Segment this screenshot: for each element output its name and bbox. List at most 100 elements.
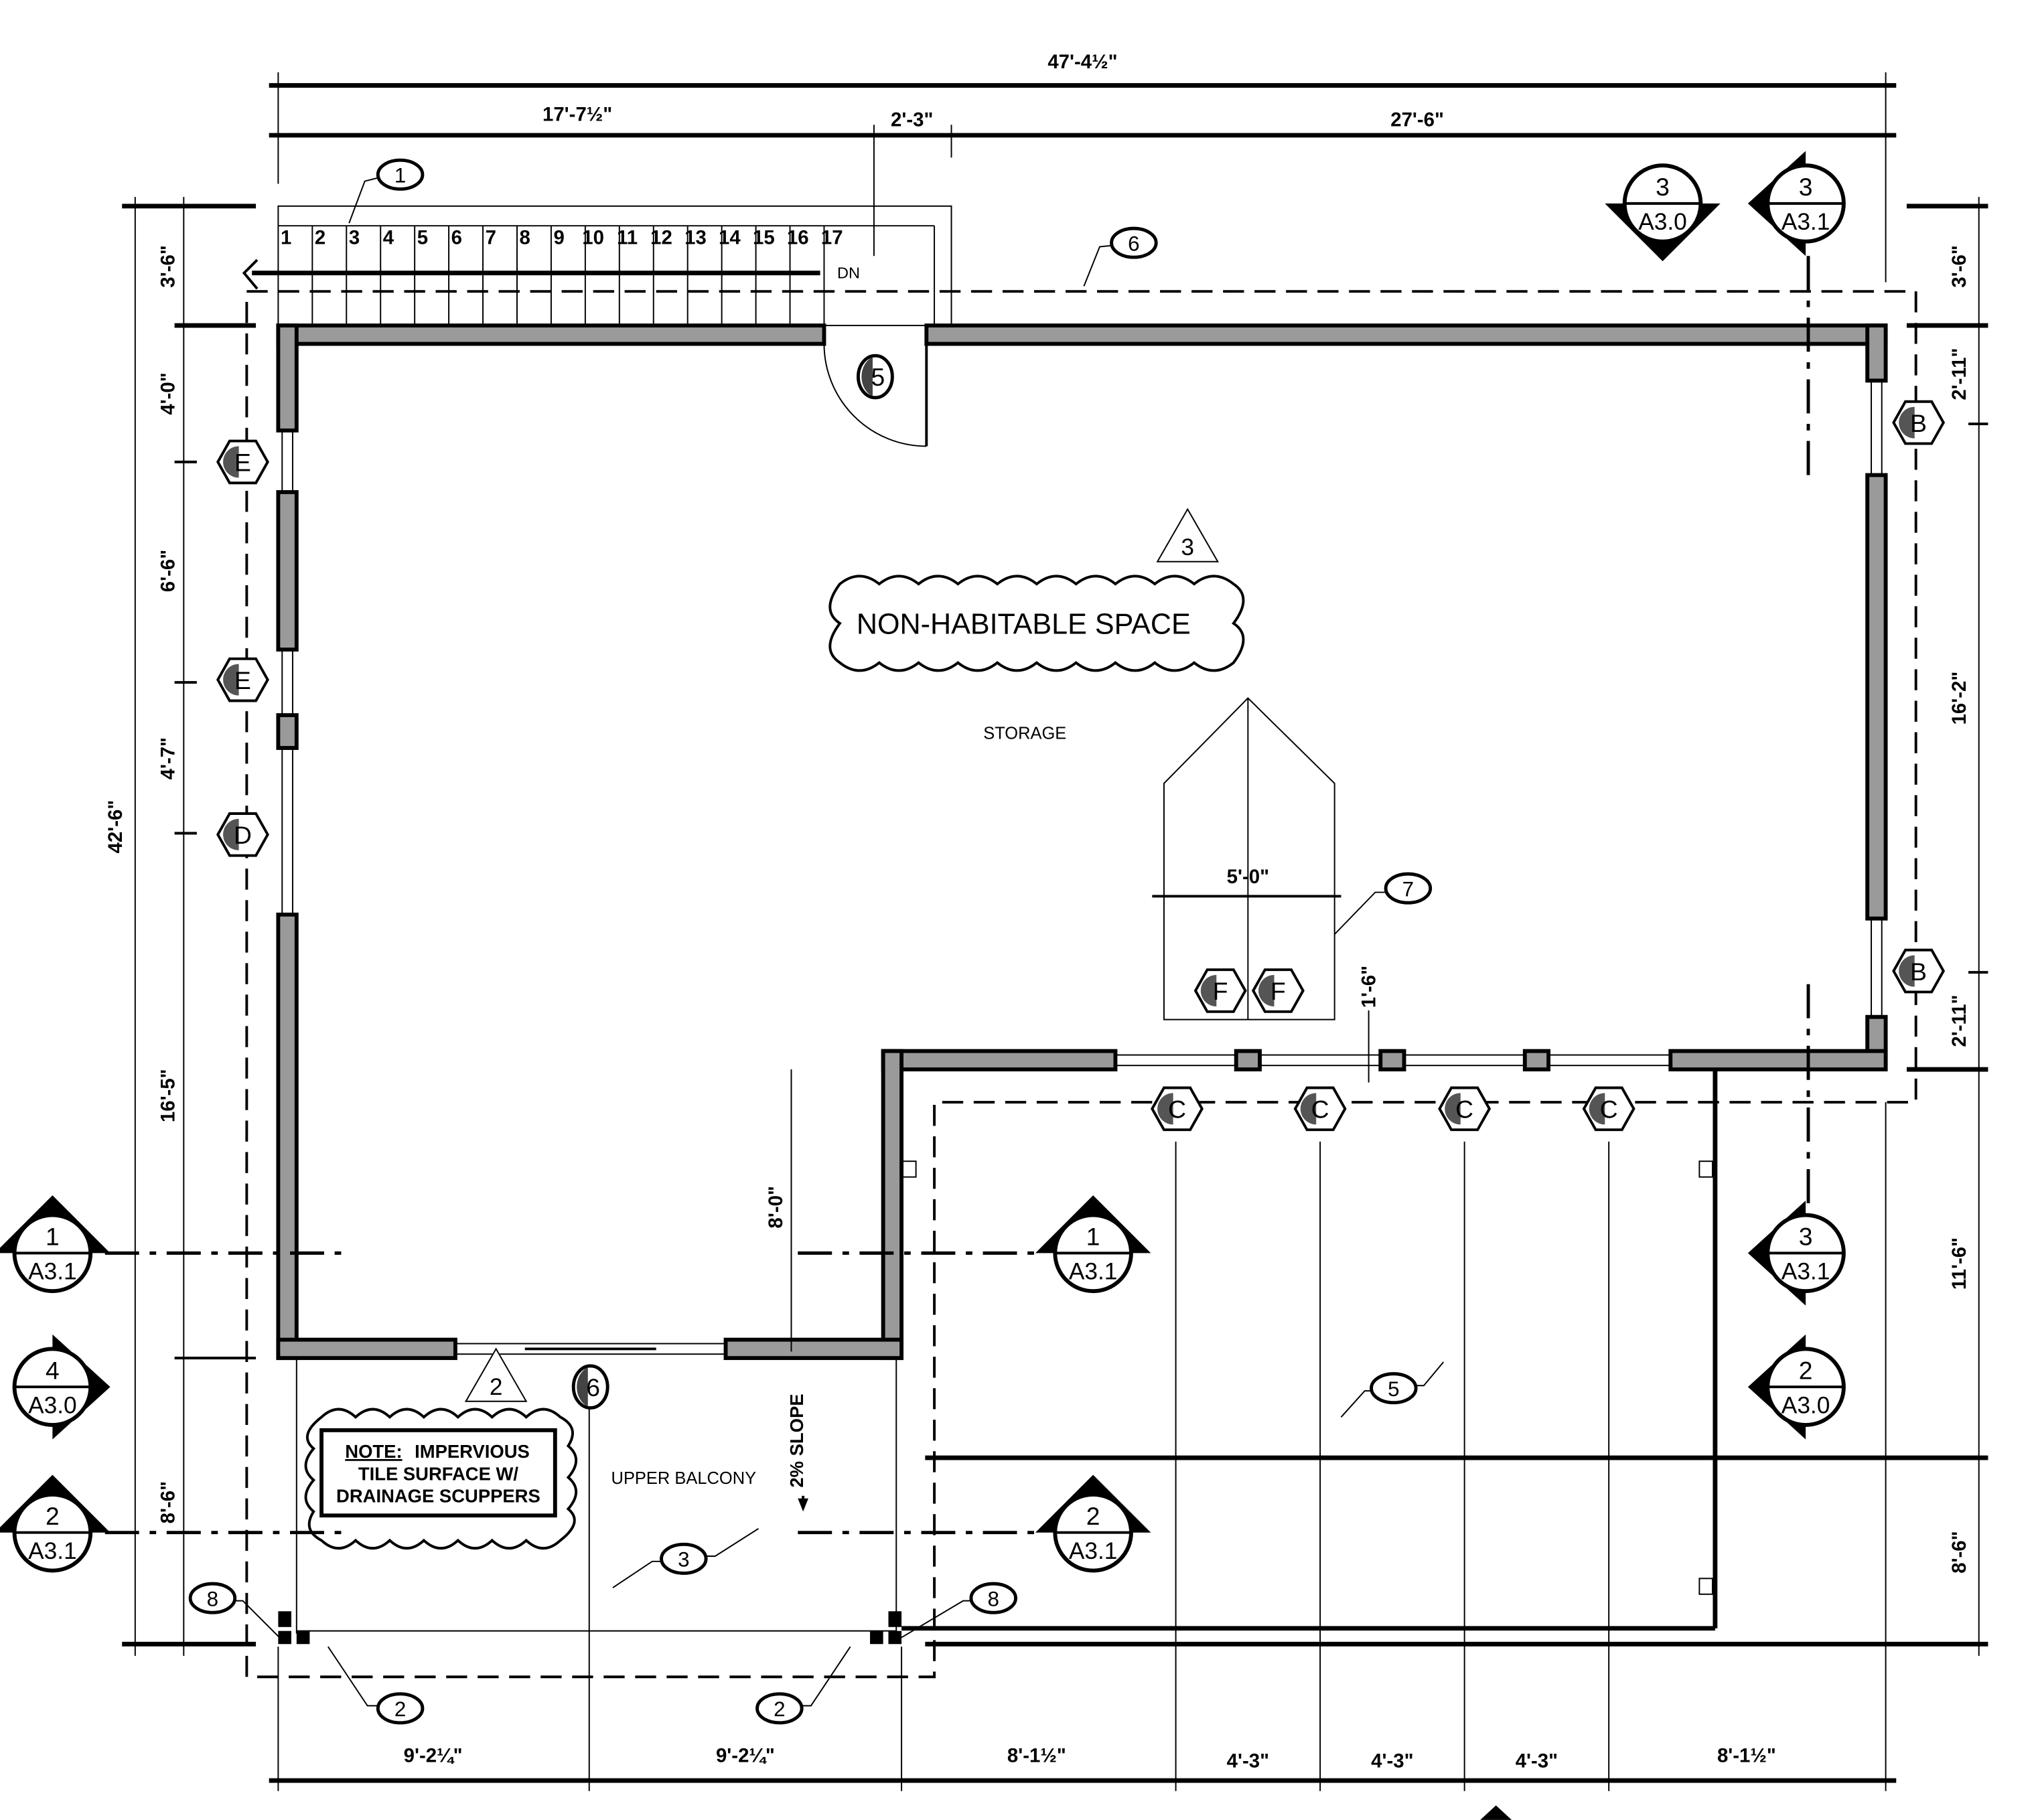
room-label-storage: STORAGE <box>983 724 1066 743</box>
slope-label: 2% SLOPE <box>786 1393 807 1487</box>
stair-arrow-icon <box>242 258 259 290</box>
dim-left-2: 4'-0" <box>157 372 179 414</box>
keynote-number: 3 <box>678 1548 689 1572</box>
stair-tread-number: 6 <box>451 227 462 249</box>
keynote-number: 1 <box>394 164 406 187</box>
dim-left-4: 4'-7" <box>157 737 179 779</box>
section-marker: 2A3.0 <box>1747 1334 1846 1440</box>
keynote-leader <box>328 1646 380 1707</box>
dim-left-3: 6'-6" <box>157 550 179 592</box>
right-dimensions: 3'-6" 2'-11" 16'-2" 2'-11" 11'-6" 8'-6" <box>925 197 1988 1656</box>
north-arrow-icon <box>1480 1805 1512 1820</box>
keynote-callout: 6 <box>1083 226 1158 287</box>
section-number: 4 <box>46 1356 60 1384</box>
stair-tread-number: 11 <box>617 227 638 249</box>
dim-balcony-depth: 8'-0" <box>765 1186 787 1228</box>
keynote-number: 5 <box>1388 1377 1399 1401</box>
keynote-ellipse <box>755 1692 804 1725</box>
section-number: 2 <box>1086 1502 1100 1530</box>
section-marker: 2A3.1 <box>0 1474 111 1573</box>
keynote-callout: 2 <box>755 1646 851 1725</box>
keynote-leader <box>1333 891 1388 935</box>
top-dimensions: 47'-4½" 17'-7½" 2'-3" 27'-6" <box>269 51 1897 283</box>
section-marker: 3A3.1 <box>1747 151 1846 256</box>
balcony-note: NOTE: IMPERVIOUS TILE SURFACE W/ DRAINAG… <box>304 1408 578 1550</box>
section-sheet: A3.0 <box>1638 209 1687 235</box>
window-tag-letter: F <box>1270 977 1286 1005</box>
keynote-leader <box>233 1600 283 1641</box>
window-tag-letter: D <box>234 821 252 849</box>
window-tag-shading <box>1200 974 1217 1007</box>
section-lines <box>104 256 1810 1535</box>
stair-tread-number: 13 <box>684 227 707 249</box>
keynote-ellipse <box>660 1542 708 1575</box>
section-number: 2 <box>1799 1356 1813 1384</box>
revision-triangle-icon <box>1156 508 1219 562</box>
window-tag-shading <box>223 664 239 696</box>
window-tag-shading <box>1899 955 1915 987</box>
window-tag-shading <box>223 818 239 850</box>
keynote-leader <box>901 1600 972 1639</box>
dim-bottom-3: 8'-1½" <box>1007 1745 1066 1767</box>
revision-triangle-icon <box>464 1347 528 1402</box>
dim-bottom-7: 8'-1½" <box>1717 1745 1776 1767</box>
attic-opening: 5'-0" 1'-6" <box>1152 697 1380 1083</box>
keynote-leader <box>800 1646 851 1707</box>
revision-triangle: 3 <box>1156 508 1219 562</box>
stair-tread-number: 12 <box>650 227 672 249</box>
dim-overall-depth: 42'-6" <box>104 800 127 854</box>
dim-bottom-2: 9'-2¼" <box>716 1745 775 1767</box>
door-tag: 6 <box>571 1364 609 1410</box>
window-tag-letter: B <box>1910 958 1927 986</box>
stair-direction: DN <box>837 264 860 282</box>
dim-right-2: 2'-11" <box>1948 348 1970 400</box>
stair-tread-number: 4 <box>383 227 394 249</box>
section-marker: 4A3.0 <box>12 1334 111 1440</box>
window-tag-shading <box>1300 1093 1317 1125</box>
stair-tread-number: 2 <box>315 227 325 249</box>
dim-bottom-4: 4'-3" <box>1227 1750 1269 1772</box>
window-tag-shading <box>1157 1093 1173 1125</box>
stair-tread-number: 8 <box>520 227 530 249</box>
keynote-callout: 3 <box>612 1528 759 1588</box>
keynote-ellipse <box>969 1582 1017 1614</box>
door-tag-shading <box>577 1367 588 1407</box>
section-number: 3 <box>1656 173 1670 201</box>
section-sheet: A3.1 <box>1782 209 1830 235</box>
deck: 8'-0" <box>278 1069 1718 1645</box>
keynote-ellipse <box>1370 1372 1418 1405</box>
keynote-ellipse <box>1110 226 1158 259</box>
window-tag-letter: C <box>1311 1095 1329 1124</box>
room-label-balcony: UPPER BALCONY <box>611 1469 757 1488</box>
section-number: 3 <box>1799 1223 1813 1251</box>
window-tag-shading <box>1445 1093 1461 1125</box>
keynote-leader <box>1083 244 1113 287</box>
dim-right-3: 16'-2" <box>1948 672 1970 725</box>
section-sheet: A3.1 <box>28 1259 77 1285</box>
slope-indicator: 2% SLOPE <box>786 1393 808 1512</box>
entry-door <box>823 344 928 447</box>
stair-tread-number: 1 <box>281 227 291 249</box>
keynote-callout: 7 <box>1333 872 1433 935</box>
window-tag-letter: C <box>1600 1095 1618 1124</box>
keynote-number: 8 <box>207 1587 218 1610</box>
stair-tread-number: 14 <box>719 227 741 249</box>
bottom-dimensions: 9'-2¼" 9'-2¼" 8'-1½" 4'-3" 4'-3" 4'-3" 8… <box>269 1102 1897 1791</box>
window-tag-letter: F <box>1213 977 1228 1005</box>
window-tag: C <box>1438 1086 1492 1132</box>
dim-right-4: 2'-11" <box>1948 995 1970 1047</box>
window-tag: B <box>1892 948 1946 994</box>
keynote-ellipse <box>188 1582 237 1614</box>
note-line-3: DRAINAGE SCUPPERS <box>336 1486 540 1507</box>
room-label-non-habitable: NON-HABITABLE SPACE <box>857 609 1191 641</box>
door-tag: 5 <box>856 354 894 400</box>
stair-tread-number: 7 <box>486 227 496 249</box>
dim-right-1: 3'-6" <box>1948 245 1970 287</box>
section-number: 2 <box>46 1502 60 1530</box>
window-tag-letter: B <box>1910 409 1927 437</box>
non-habitable-cloud: NON-HABITABLE SPACE <box>828 575 1245 672</box>
keynote-callout: 8 <box>188 1582 283 1641</box>
keynote-ellipse <box>376 158 425 191</box>
window-tag-letter: E <box>234 666 251 694</box>
note-line-1: IMPERVIOUS <box>415 1441 530 1462</box>
